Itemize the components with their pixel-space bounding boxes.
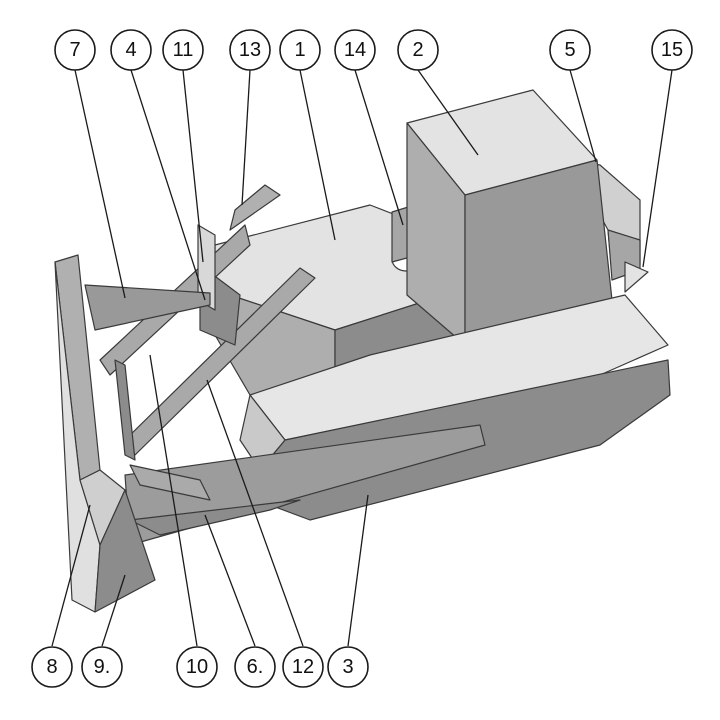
upper-hydraulic-cylinder <box>229 184 281 231</box>
rear-bracket <box>624 261 649 293</box>
callout-5-text: 5 <box>564 39 575 61</box>
callout-12-text: 12 <box>292 656 314 678</box>
callout-10: 10 <box>176 646 218 688</box>
leader-7 <box>74 69 126 299</box>
cabin <box>406 89 613 346</box>
callout-10-text: 10 <box>186 656 208 678</box>
callout-15-text: 15 <box>661 39 683 61</box>
callout-3-text: 3 <box>342 656 353 678</box>
callout-3-circle <box>327 646 369 688</box>
callout-2-circle <box>397 29 439 71</box>
callout-4: 4 <box>110 29 152 71</box>
callout-14: 14 <box>334 29 376 71</box>
leader-5 <box>569 69 597 163</box>
callout-15: 15 <box>651 29 693 71</box>
callout-13-circle <box>229 29 271 71</box>
blade <box>54 254 211 613</box>
callout-9: 9. <box>81 646 123 688</box>
leader-13 <box>241 69 251 206</box>
callout-13: 13 <box>229 29 271 71</box>
leader-4 <box>130 69 206 301</box>
blade-cutting-edge <box>94 489 156 613</box>
callout-14-text: 14 <box>344 39 366 61</box>
callout-11-text: 11 <box>173 39 194 61</box>
leader-14 <box>354 69 404 226</box>
callout-9-text: 9. <box>94 656 111 678</box>
callout-8-text: 8 <box>46 656 57 678</box>
push-arm-underside <box>129 499 301 536</box>
leader-10 <box>149 354 198 647</box>
callout-2-text: 2 <box>412 39 423 61</box>
tilt-plate-11 <box>197 224 216 311</box>
callout-7-text: 7 <box>69 39 80 61</box>
leader-1 <box>299 69 336 241</box>
leader-6 <box>204 514 256 647</box>
callout-7-circle <box>54 29 96 71</box>
diagonal-brace <box>114 359 136 461</box>
callout-7: 7 <box>54 29 96 71</box>
blade-back-frame <box>84 284 211 331</box>
callout-4-circle <box>110 29 152 71</box>
callout-14-circle <box>334 29 376 71</box>
callout-11-circle <box>162 29 204 71</box>
leader-9 <box>101 574 126 647</box>
callout-5: 5 <box>549 29 591 71</box>
leader-8 <box>51 504 91 647</box>
callout-8-circle <box>31 646 73 688</box>
callout-5-circle <box>549 29 591 71</box>
leader-11 <box>182 69 204 263</box>
callout-12: 12 <box>282 646 324 688</box>
callout-8: 8 <box>31 646 73 688</box>
callout-11: 11 <box>162 29 204 71</box>
callout-13-text: 13 <box>239 39 261 61</box>
leader-lines <box>51 69 673 647</box>
callout-1: 1 <box>279 29 321 71</box>
leader-15 <box>642 69 673 268</box>
callout-1-circle <box>279 29 321 71</box>
callout-12-circle <box>282 646 324 688</box>
leader-2 <box>417 69 479 156</box>
callout-15-circle <box>651 29 693 71</box>
callout-9-circle <box>81 646 123 688</box>
callout-6-circle <box>234 646 276 688</box>
callout-1-text: 1 <box>294 39 305 61</box>
callout-3: 3 <box>327 646 369 688</box>
callout-2: 2 <box>397 29 439 71</box>
callout-6-text: 6. <box>247 656 264 678</box>
callout-6: 6. <box>234 646 276 688</box>
leader-3 <box>347 494 369 647</box>
callout-10-circle <box>176 646 218 688</box>
leader-12 <box>206 379 304 647</box>
callout-4-text: 4 <box>125 39 136 61</box>
